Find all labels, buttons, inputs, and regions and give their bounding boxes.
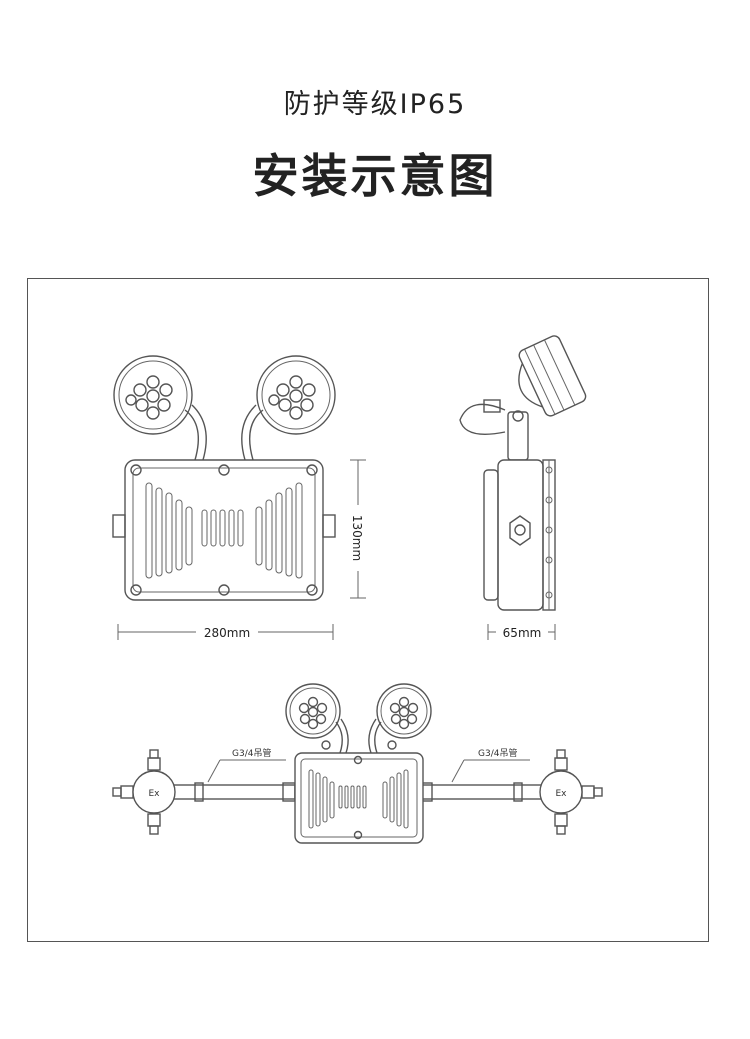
pipe-right [419, 784, 551, 800]
pipe-left [164, 784, 296, 800]
pipe-label-left: G3/4吊管 [232, 747, 271, 759]
protection-rating-heading: 防护等级IP65 [283, 89, 467, 120]
svg-text:Ex: Ex [555, 789, 567, 799]
height-dimension-label: 130mm [350, 515, 364, 561]
install-lamp-head-right [376, 683, 432, 739]
svg-text:Ex: Ex [148, 789, 160, 799]
page-title: 安装示意图 [252, 149, 498, 203]
front-housing [124, 459, 324, 601]
front-lamp-head-right [256, 355, 336, 435]
install-lamp-head-left [285, 683, 341, 739]
front-lamp-head-left [113, 355, 193, 435]
pipe-label-right: G3/4吊管 [478, 747, 517, 759]
junction-box-right: Ex [539, 749, 603, 835]
depth-dimension-label: 65mm [503, 626, 542, 640]
junction-box-left: Ex [112, 749, 176, 835]
side-view: 65mm [459, 335, 587, 640]
front-view: 280mm 130mm [112, 355, 366, 640]
width-dimension-label: 280mm [204, 626, 250, 640]
diagram-frame [27, 278, 709, 942]
installation-view: Ex Ex [112, 683, 603, 844]
